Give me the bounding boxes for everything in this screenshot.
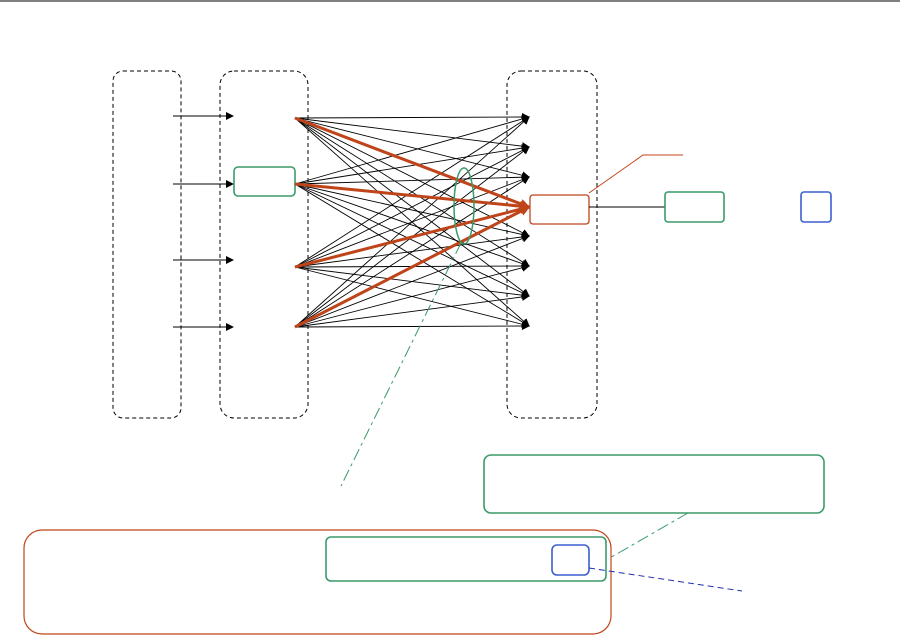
- blue-box-connector: [588, 567, 743, 592]
- connection-edge: [294, 183, 530, 268]
- highlighted-edge: [294, 204, 530, 269]
- output-node-callout: [588, 154, 683, 194]
- connection-edge: [294, 117, 530, 237]
- highlighted-edge: [294, 182, 530, 212]
- connection-edge: [294, 115, 530, 185]
- input-arrows: [173, 112, 234, 331]
- input-group-box: [112, 70, 182, 419]
- connection-edge: [294, 292, 530, 328]
- ellipse-callout: [340, 242, 462, 487]
- right-blue-box: [800, 191, 832, 223]
- connection-edge: [294, 183, 530, 297]
- inner-blue-box: [551, 544, 590, 576]
- annotation-green-box: [483, 454, 825, 514]
- right-green-box: [664, 191, 725, 223]
- connection-edge: [294, 263, 530, 328]
- connection-edge: [294, 116, 530, 268]
- edge-group-ellipse: [453, 167, 475, 245]
- thin-connections: [294, 113, 530, 331]
- output-node-highlight: [529, 194, 590, 225]
- connection-edge: [294, 322, 530, 331]
- connection-edge: [294, 144, 530, 185]
- output-group-box: [506, 70, 598, 419]
- highlighted-connections: [294, 116, 530, 329]
- connection-edge: [294, 113, 530, 122]
- connection-edge: [294, 146, 530, 268]
- connection-edge: [294, 173, 530, 185]
- connection-edge: [294, 116, 530, 328]
- green-box-connector: [607, 512, 689, 560]
- hidden-group-box: [219, 70, 309, 419]
- inner-green-box: [325, 536, 607, 582]
- connection-edge: [294, 183, 530, 327]
- hidden-node-highlight: [233, 166, 296, 197]
- highlighted-edge: [294, 205, 530, 329]
- highlighted-edge: [294, 116, 530, 209]
- connection-edge: [294, 234, 530, 328]
